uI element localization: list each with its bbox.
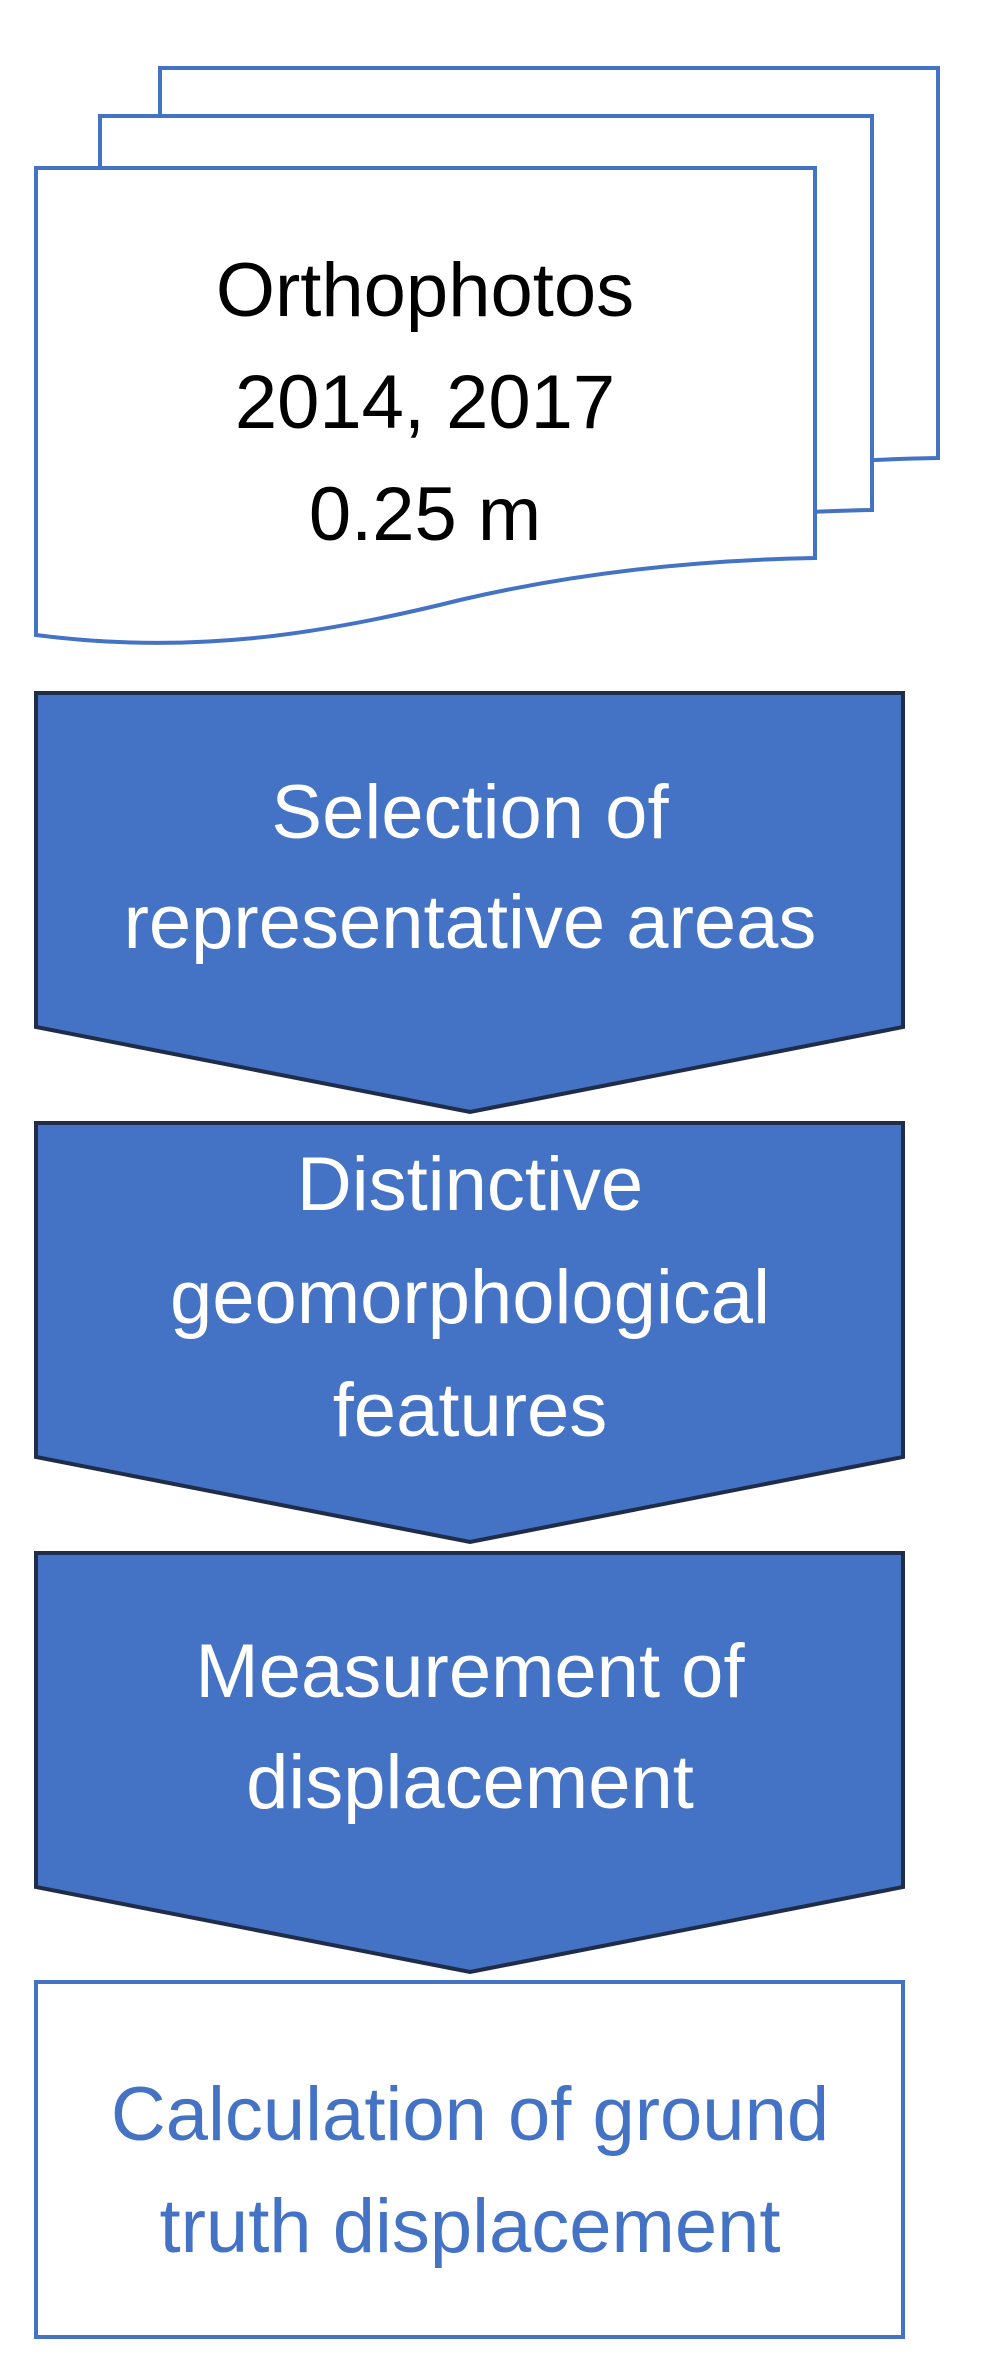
step-2-line-3: features: [333, 1368, 608, 1453]
step-selection-of-representative-areas: Selection of representative areas: [34, 691, 905, 1115]
result-calculation-of-ground-truth-displacement: Calculation of ground truth displacement: [34, 1980, 905, 2339]
result-box: [34, 1980, 905, 2339]
step-1-line-2: representative areas: [124, 880, 817, 965]
step-2-chevron-box: [34, 1121, 905, 1545]
result-line-2: truth displacement: [160, 2184, 781, 2269]
step-3-chevron-box: [34, 1551, 905, 1975]
result-line-1: Calculation of ground: [111, 2072, 829, 2157]
input-documents: Orthophotos 2014, 2017 0.25 m: [34, 66, 940, 645]
step-2-line-1: Distinctive: [297, 1142, 643, 1227]
input-document-line-2: 2014, 2017: [235, 360, 615, 445]
document-sheet-front: [34, 166, 817, 645]
step-1-line-1: Selection of: [271, 770, 669, 855]
step-1-chevron-box: [34, 691, 905, 1115]
step-2-line-2: geomorphological: [170, 1255, 770, 1340]
step-3-line-2: displacement: [246, 1740, 694, 1825]
input-document-line-3: 0.25 m: [309, 472, 541, 557]
step-distinctive-geomorphological-features: Distinctive geomorphological features: [34, 1121, 905, 1545]
step-measurement-of-displacement: Measurement of displacement: [34, 1551, 905, 1975]
step-3-line-1: Measurement of: [195, 1629, 745, 1714]
input-document-line-1: Orthophotos: [216, 248, 634, 333]
